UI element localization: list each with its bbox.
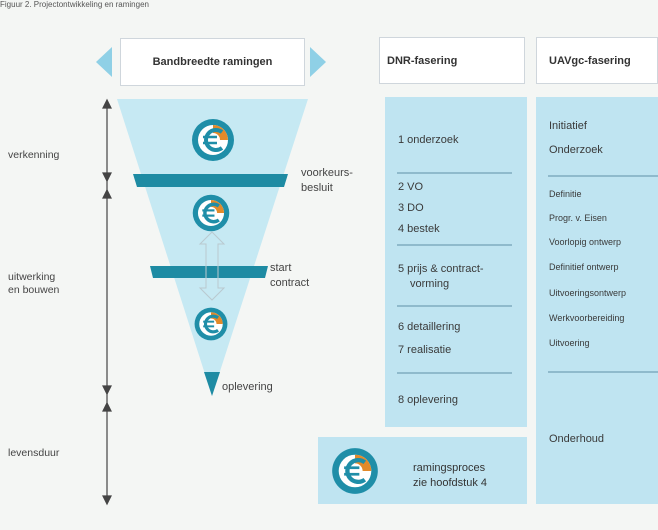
dnr-phase-6: 6 detaillering <box>398 321 461 333</box>
phase-uitwerking-line1: uitwerking <box>8 271 56 283</box>
estimate-process-icon <box>192 194 230 232</box>
uav-definitief: Definitief ontwerp <box>549 262 619 272</box>
milestone-voorkeur-line2: besluit <box>301 182 333 194</box>
phase-uitwerking-line2: en bouwen <box>8 284 60 296</box>
milestone-voorkeursbesluit: voorkeurs- besluit <box>301 166 353 196</box>
uav-definitie: Definitie <box>549 189 582 199</box>
figure-caption: Figuur 2. Projectontwikkeling en raminge… <box>0 0 149 9</box>
uav-uitvoeringsontwerp: Uitvoeringsontwerp <box>549 288 627 298</box>
dnr-phase-1: 1 onderzoek <box>398 134 459 146</box>
legend-estimate-icon <box>332 448 378 494</box>
dnr-phase-7: 7 realisatie <box>398 344 452 356</box>
header-bandbreedte-label: Bandbreedte ramingen <box>152 56 273 68</box>
dnr-phase-2: 2 VO <box>398 181 424 193</box>
uav-onderzoek: Onderzoek <box>549 144 603 156</box>
header-uavgc: UAVgc-fasering <box>536 37 658 84</box>
dnr-phase-8: 8 oplevering <box>398 394 458 406</box>
band-voorkeursbesluit <box>133 174 288 187</box>
estimate-process-icon <box>192 119 234 161</box>
band-start-contract <box>150 266 268 278</box>
band-oplevering <box>204 372 220 396</box>
uav-progr: Progr. v. Eisen <box>549 213 607 223</box>
header-left-arrow <box>96 47 112 77</box>
uav-initiatief: Initiatief <box>549 120 587 132</box>
milestone-start-contract: start contract <box>270 261 309 291</box>
header-right-arrow <box>310 47 326 77</box>
uav-uitvoering: Uitvoering <box>549 338 590 348</box>
legend-line2: zie hoofdstuk 4 <box>413 477 487 489</box>
milestone-oplevering: oplevering <box>222 381 273 393</box>
dnr-phase-5-line2: vorming <box>410 278 450 290</box>
phase-uitwerking: uitwerking en bouwen <box>8 271 59 297</box>
dnr-phase-4: 4 bestek <box>398 223 440 235</box>
header-uavgc-label: UAVgc-fasering <box>549 54 631 67</box>
uav-werkvoorbereiding: Werkvoorbereiding <box>549 313 625 323</box>
uav-voorlopig: Voorlopig ontwerp <box>549 237 622 247</box>
inner-double-arrow <box>198 231 226 301</box>
timeline-axis <box>102 98 112 506</box>
phase-verkenning: verkenning <box>8 149 60 161</box>
uav-column <box>536 97 658 504</box>
dnr-column <box>385 97 527 427</box>
header-dnr: DNR-fasering <box>379 37 525 84</box>
header-dnr-label: DNR-fasering <box>387 54 458 67</box>
milestone-start-line2: contract <box>270 277 310 289</box>
legend-text: ramingsproces zie hoofdstuk 4 <box>413 461 487 491</box>
header-bandbreedte: Bandbreedte ramingen <box>120 38 305 86</box>
estimate-process-icon <box>194 307 228 341</box>
estimate-funnel <box>117 99 308 396</box>
phase-levensduur: levensduur <box>8 447 60 459</box>
legend-line1: ramingsproces <box>413 462 486 474</box>
uav-onderhoud: Onderhoud <box>549 433 605 445</box>
milestone-start-line1: start <box>270 262 292 274</box>
dnr-phase-5-line1: 5 prijs & contract- <box>398 263 484 275</box>
dnr-phase-3: 3 DO <box>398 202 424 214</box>
milestone-voorkeur-line1: voorkeurs- <box>301 167 353 179</box>
dnr-phase-5: 5 prijs & contract- vorming <box>398 262 484 292</box>
